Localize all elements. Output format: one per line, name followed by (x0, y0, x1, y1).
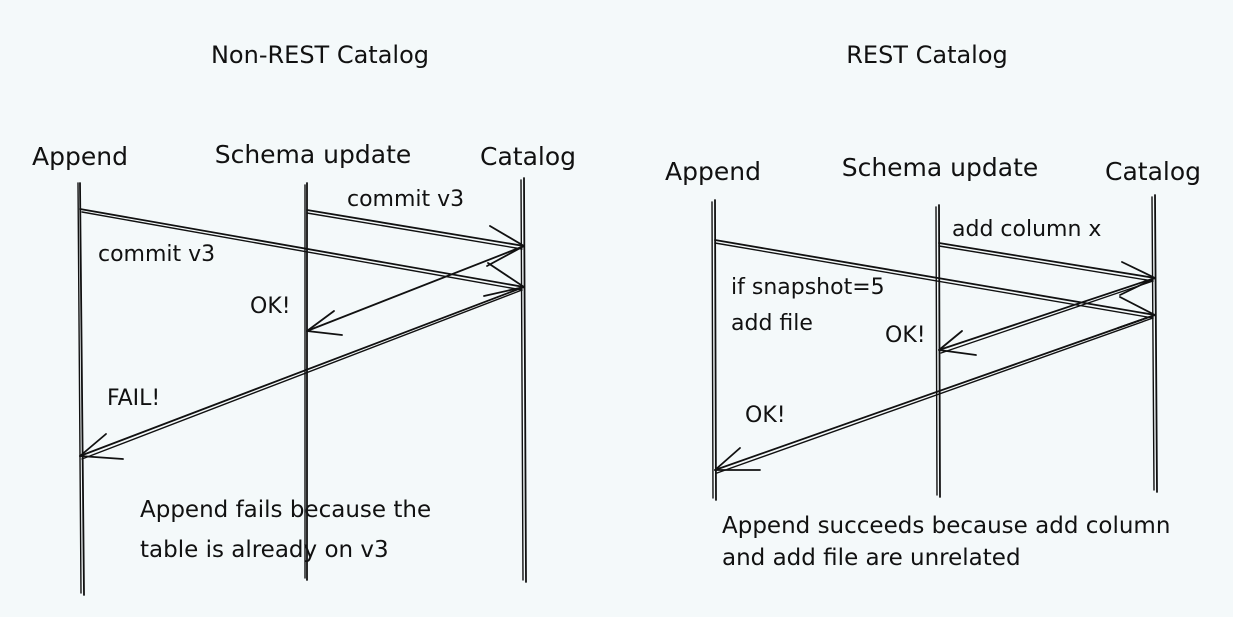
message-ok-schema (306, 245, 525, 336)
message-label-add-column: add column x (952, 217, 1101, 242)
message-fail-append (79, 286, 525, 460)
lifeline-append (77, 182, 85, 596)
panel-title-rest: REST Catalog (846, 41, 1008, 69)
message-ok-append (714, 314, 1156, 474)
panel-title-non-rest: Non-REST Catalog (211, 41, 429, 69)
lifeline-catalog (1151, 194, 1158, 493)
rest-catalog-panel: REST Catalog Append Schema update Catalo… (665, 41, 1201, 571)
message-label-ok-schema: OK! (885, 323, 926, 348)
actor-schema-update: Schema update (215, 140, 412, 169)
lifeline-catalog (520, 177, 527, 583)
message-label-ok-append: OK! (745, 403, 786, 428)
message-label-append-commit: commit v3 (98, 242, 215, 267)
message-label-fail: FAIL! (107, 386, 160, 411)
actor-catalog: Catalog (480, 142, 576, 171)
actor-append: Append (665, 157, 761, 186)
actor-catalog: Catalog (1105, 157, 1201, 186)
message-label-if-snapshot: if snapshot=5 (731, 275, 885, 300)
message-label-add-file: add file (731, 311, 813, 336)
actor-schema-update: Schema update (842, 153, 1039, 182)
note-line-2: and add file are unrelated (722, 545, 1021, 571)
actor-append: Append (32, 142, 128, 171)
note-line-2: table is already on v3 (140, 537, 389, 563)
note-line-1: Append fails because the (140, 497, 431, 523)
message-label-ok: OK! (250, 294, 291, 319)
lifeline-append (711, 199, 717, 501)
lifeline-schema-update (935, 204, 941, 498)
note-line-1: Append succeeds because add column (722, 513, 1170, 539)
non-rest-catalog-panel: Non-REST Catalog Append Schema update Ca… (32, 41, 576, 596)
message-ok-schema (938, 277, 1156, 356)
message-label-schema-commit: commit v3 (347, 187, 464, 212)
